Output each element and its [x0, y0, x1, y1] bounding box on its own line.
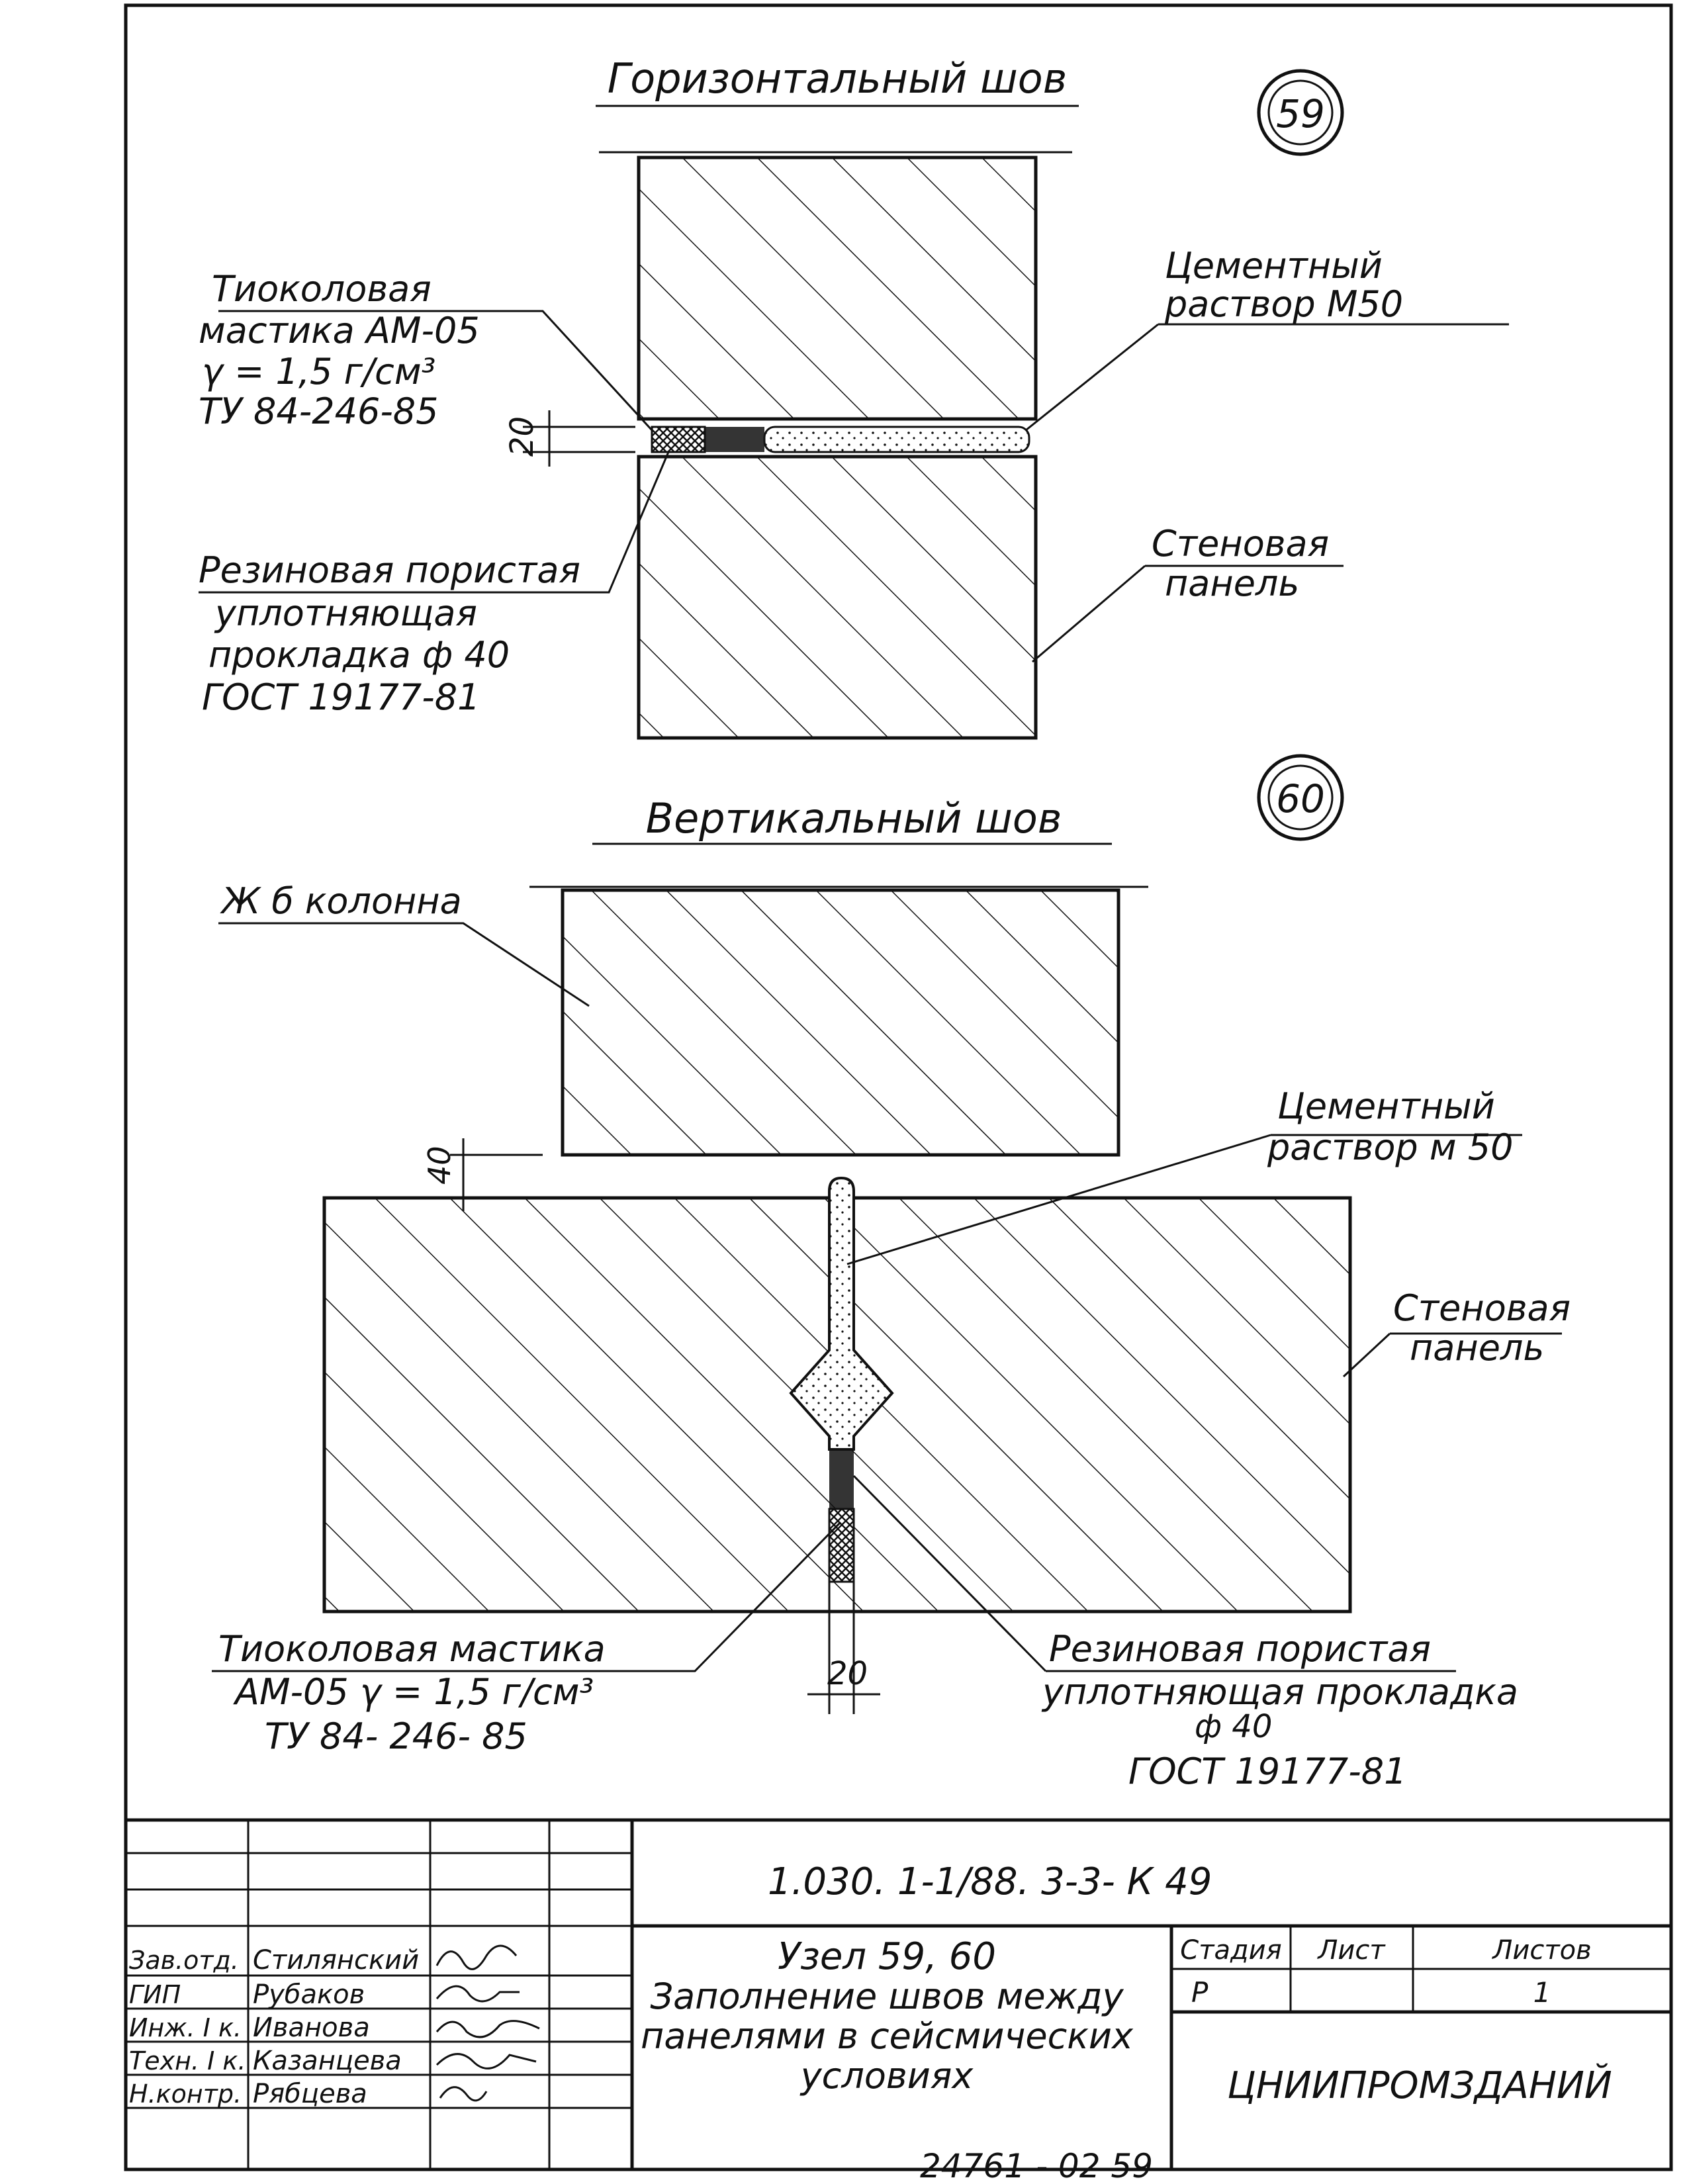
footer-number: 24761 - 02 59: [920, 2147, 1153, 2184]
mastic-seam-60: [829, 1449, 854, 1509]
leader-gasket-60: [852, 1475, 1456, 1672]
name-5: Рябцева: [253, 2079, 367, 2109]
dim-seam-60: 20: [827, 1655, 868, 1692]
label-gasket-60-l2: уплотняющая прокладка: [1041, 1671, 1518, 1713]
label-gasket-60-l4: ГОСТ 19177-81: [1128, 1751, 1406, 1792]
label-gasket-59-l1: Резиновая пористая: [199, 549, 580, 591]
detail-59-marker: [1257, 69, 1344, 156]
leader-cement-60: [846, 1134, 1522, 1265]
title-block: [126, 1818, 1671, 2169]
label-panel-60-l1: Стеновая: [1393, 1287, 1571, 1329]
role-3: Инж. I к.: [129, 2013, 242, 2042]
label-column: Ж б колонна: [220, 880, 462, 922]
upper-wall-panel: [637, 156, 1038, 421]
dim-seam-59: 20: [504, 416, 541, 457]
label-cement-60-l1: Цементный: [1277, 1085, 1495, 1127]
label-mastic-59-l1: Тиоколовая: [212, 268, 432, 310]
gasket-seam-60: [828, 1508, 855, 1583]
signature-5: [439, 2086, 488, 2102]
node-title-l4: условиях: [799, 2055, 974, 2097]
sheets-header: Листов: [1491, 1935, 1591, 1966]
label-mastic-60-l1: Тиоколовая мастика: [218, 1628, 606, 1670]
leader-gasket-59: [199, 451, 670, 594]
doc-code: 1.030. 1-1/88. 3-3- К 49: [768, 1860, 1212, 1903]
detail-59-title: Горизонтальный шов: [608, 54, 1068, 103]
cement-seam: [763, 426, 1030, 453]
label-gasket-60-l3: ф 40: [1195, 1708, 1272, 1745]
name-4: Казанцева: [253, 2046, 402, 2076]
role-4: Техн. I к.: [129, 2046, 246, 2075]
detail-60-marker: [1257, 754, 1344, 841]
leader-cement-59: [1025, 323, 1509, 432]
label-cement-60-l2: раствор м 50: [1267, 1126, 1513, 1168]
label-gasket-59-l3: прокладка ф 40: [208, 634, 510, 676]
signature-1: [435, 1944, 518, 1970]
leader-mastic-59: [218, 310, 653, 432]
sheets-value: 1: [1533, 1976, 1551, 2009]
label-cement-59-l1: Цементный: [1165, 245, 1383, 287]
leader-column: [218, 922, 590, 1007]
detail-60-title: Вертикальный шов: [646, 794, 1062, 842]
label-cement-59-l2: раствор М50: [1164, 283, 1403, 325]
label-mastic-59-l3: γ = 1,5 г/см³: [202, 351, 435, 392]
detail-59-marker-label: 59: [1276, 91, 1325, 136]
node-title-l2: Заполнение швов между: [650, 1976, 1124, 2017]
dim-gap-60: 40: [422, 1146, 457, 1185]
lower-wall-panel: [637, 455, 1038, 740]
signature-2: [435, 1985, 520, 2003]
sheet-frame: [124, 3, 1673, 2171]
label-gasket-60-l1: Резиновая пористая: [1049, 1628, 1431, 1670]
detail-59: [199, 69, 1509, 740]
detail-60-marker-label: 60: [1276, 776, 1325, 821]
label-panel-59-l2: панель: [1165, 563, 1299, 604]
reinforced-concrete-column: [561, 888, 1120, 1157]
label-panel-60-l2: панель: [1410, 1327, 1544, 1369]
sheet-header: Лист: [1316, 1935, 1386, 1966]
detail-60: [212, 754, 1562, 1714]
label-mastic-59-l2: мастика АМ-05: [199, 310, 480, 351]
role-2: ГИП: [129, 1980, 181, 2009]
organization: ЦНИИПРОМЗДАНИЙ: [1227, 2064, 1612, 2107]
node-title-l1: Узел 59, 60: [778, 1935, 996, 1978]
label-panel-59-l1: Стеновая: [1152, 523, 1329, 565]
gasket-seam: [705, 427, 764, 452]
mastic-seam: [651, 426, 706, 453]
leader-mastic-60: [212, 1521, 842, 1672]
label-gasket-59-l2: уплотняющая: [214, 592, 477, 634]
node-title-l3: панелями в сейсмических: [641, 2015, 1134, 2057]
role-5: Н.контр.: [129, 2079, 242, 2109]
stage-header: Стадия: [1180, 1935, 1281, 1966]
name-3: Иванова: [253, 2013, 370, 2043]
label-mastic-60-l2: АМ-05 γ = 1,5 г/см³: [233, 1671, 594, 1713]
leader-panel-59: [1032, 565, 1344, 663]
signature-4: [435, 2053, 537, 2070]
signature-3: [435, 2020, 540, 2038]
leader-panel-60: [1342, 1332, 1562, 1378]
label-gasket-59-l4: ГОСТ 19177-81: [202, 676, 480, 718]
role-1: Зав.отд.: [129, 1946, 239, 1975]
name-2: Рубаков: [253, 1979, 365, 2010]
label-mastic-59-l4: ТУ 84-246-85: [199, 390, 439, 432]
name-1: Стилянский: [253, 1945, 419, 1976]
label-mastic-60-l3: ТУ 84- 246- 85: [265, 1715, 527, 1757]
stage-value: Р: [1191, 1976, 1208, 2009]
